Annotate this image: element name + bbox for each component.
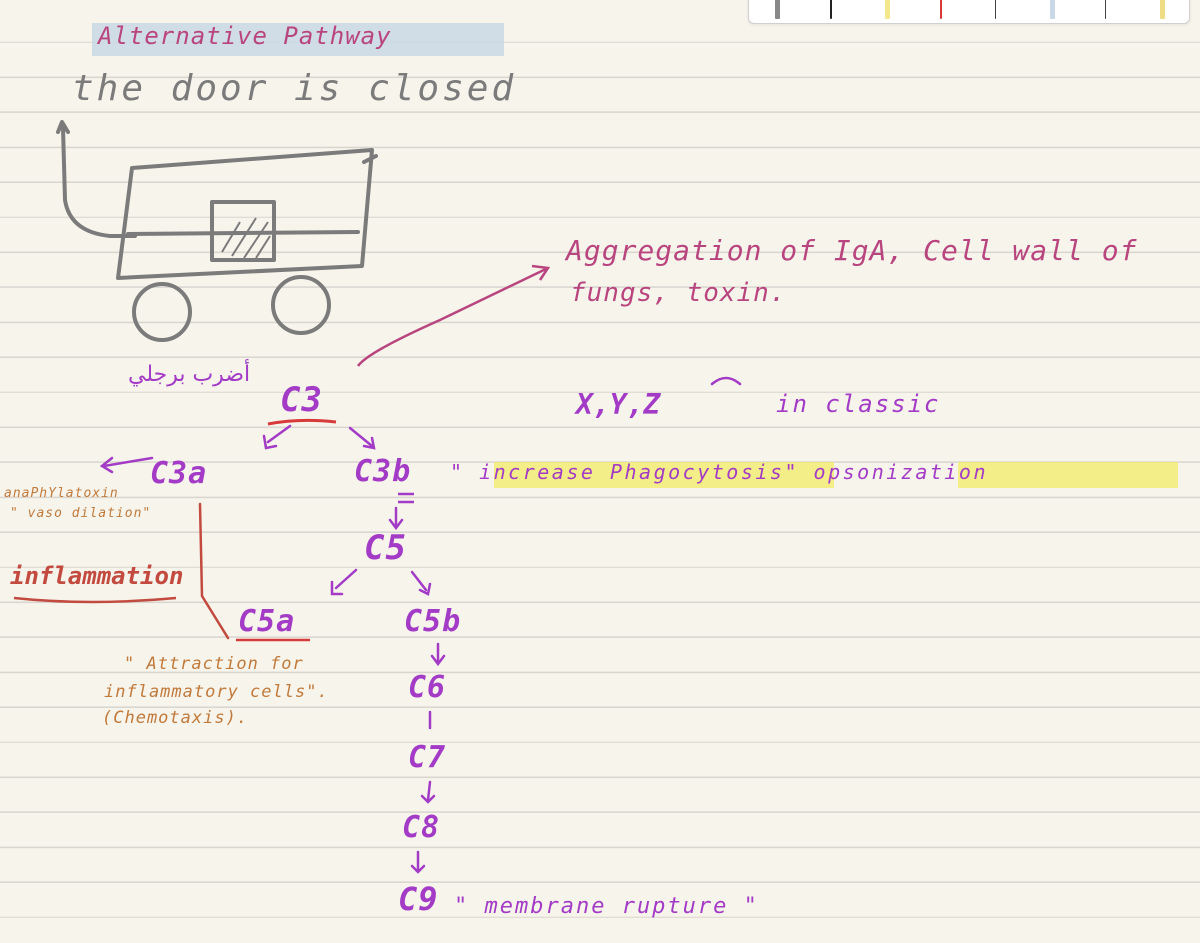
- node-c3: C3: [280, 380, 323, 420]
- attraction-note-line3: (Chemotaxis).: [102, 708, 248, 728]
- opsonization-note: " increase Phagocytosis" opsonization: [450, 460, 988, 484]
- trigger-arrow: [358, 268, 548, 366]
- page-subtitle: the door is closed: [72, 68, 516, 109]
- page-title: Alternative Pathway: [98, 22, 392, 50]
- arrow-c5b-c6: [432, 644, 444, 664]
- arrow-c5-c5b: [412, 572, 430, 594]
- cart-sketch: [58, 122, 376, 340]
- node-c3a: C3a: [150, 456, 207, 491]
- node-c6: C6: [408, 670, 446, 705]
- anaphylatoxin-note: anaPhYlatoxin: [4, 486, 119, 501]
- trigger-note-line2: fungs, toxin.: [570, 278, 787, 308]
- arrow-classic-mark: [712, 378, 740, 384]
- opsonization-highlight: [958, 462, 1178, 488]
- arrow-c3b-c5: [390, 508, 402, 528]
- trigger-note-line1: Aggregation of IgA, Cell wall of: [566, 234, 1137, 267]
- attraction-note-line1: " Attraction for: [124, 654, 304, 674]
- inflammation-underline: [14, 598, 176, 602]
- node-c5b: C5b: [404, 604, 461, 639]
- arrow-c8-c9: [412, 852, 424, 872]
- inflammation-connector-c3a: [200, 504, 228, 638]
- arrow-c3a-back: [102, 458, 152, 472]
- classic-note: in classic: [776, 390, 941, 418]
- classic-symbols: X,Y,Z: [576, 388, 660, 421]
- c3-underline: [268, 420, 336, 424]
- node-c8: C8: [402, 810, 440, 845]
- c3b-underline: [398, 494, 414, 502]
- node-c3b: C3b: [354, 454, 411, 489]
- arrow-c7-c8: [422, 782, 434, 802]
- membrane-rupture-note: " membrane rupture ": [454, 894, 759, 919]
- vasodilation-note: " vaso dilation": [10, 506, 151, 521]
- cart-hatching: [222, 218, 270, 258]
- attraction-note-line2: inflammatory cells".: [104, 682, 329, 702]
- arrow-c5-c5a: [332, 570, 356, 594]
- node-c5a: C5a: [238, 604, 295, 639]
- arrow-c3-c3b: [350, 428, 374, 448]
- arabic-note: أضرب برجلي: [128, 362, 250, 387]
- inflammation-label: inflammation: [10, 562, 183, 590]
- node-c5: C5: [364, 528, 407, 568]
- node-c7: C7: [408, 740, 446, 775]
- node-c9: C9: [398, 880, 439, 918]
- arrow-c3-c3a: [264, 426, 290, 448]
